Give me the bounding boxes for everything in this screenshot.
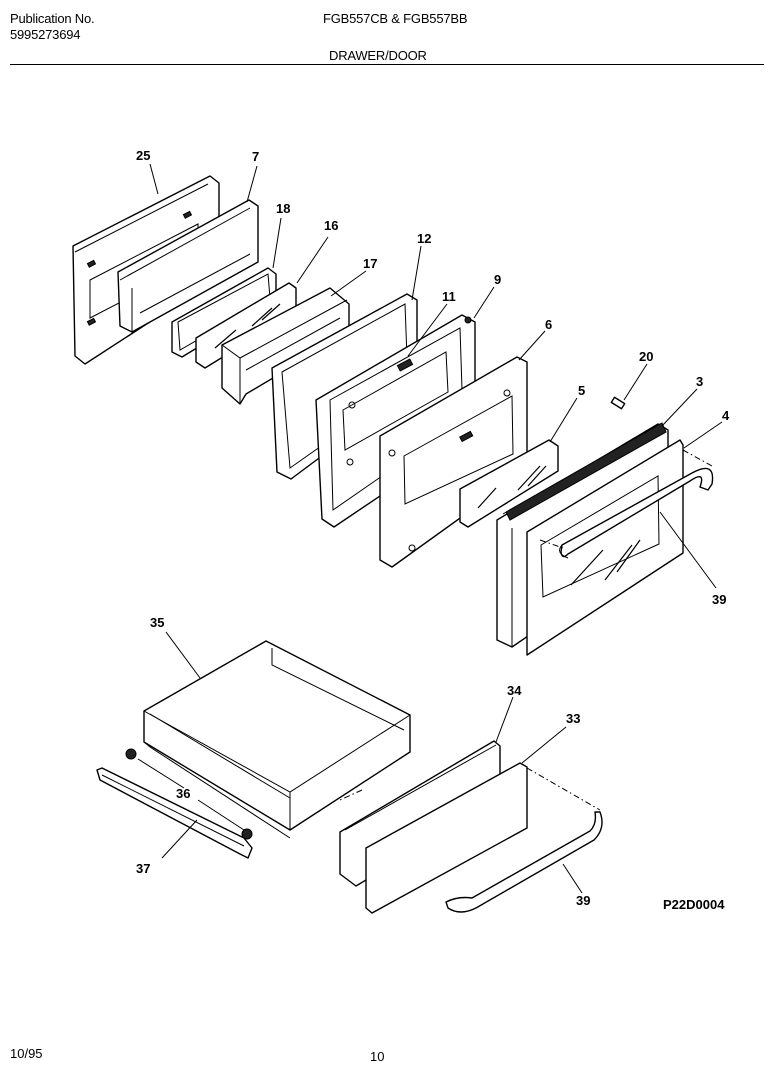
callout-9: 9 [494, 272, 501, 287]
part-39-door-handle [539, 449, 714, 559]
part-5-window-glass [459, 439, 559, 528]
section-title: DRAWER/DOOR [329, 48, 427, 63]
callout-34: 34 [507, 683, 522, 698]
callout-39-top: 39 [712, 592, 726, 607]
callout-37: 37 [136, 861, 150, 876]
callout-39-bottom: 39 [576, 893, 590, 908]
header-rule [10, 64, 764, 65]
callout-16: 16 [324, 218, 338, 233]
figure-id: P22D0004 [663, 897, 725, 912]
part-20-pin [610, 396, 626, 410]
part-33-drawer-panel [339, 762, 601, 914]
part-7-door-liner [117, 199, 259, 333]
callout-4: 4 [722, 408, 730, 423]
part-9-inner-door-frame [315, 314, 476, 528]
part-36-bolts [125, 748, 253, 840]
callout-25: 25 [136, 148, 150, 163]
callout-35: 35 [150, 615, 164, 630]
footer-date: 10/95 [10, 1046, 43, 1061]
publication-number: 5995273694 [10, 27, 81, 42]
callout-7: 7 [252, 149, 259, 164]
callout-6: 6 [545, 317, 552, 332]
callout-17: 17 [363, 256, 377, 271]
callout-36: 36 [176, 786, 190, 801]
callout-11: 11 [442, 289, 456, 304]
callout-20: 20 [639, 349, 653, 364]
footer-page-number: 10 [370, 1049, 385, 1064]
callout-labels: 25 7 18 16 17 12 11 9 6 20 3 5 4 39 35 3… [136, 148, 730, 912]
callout-18: 18 [276, 201, 290, 216]
callout-12: 12 [417, 231, 431, 246]
part-35-drawer-body [143, 640, 411, 839]
callout-5: 5 [578, 383, 585, 398]
part-39-drawer-handle [445, 811, 603, 913]
model-title: FGB557CB & FGB557BB [323, 11, 468, 26]
callout-3: 3 [696, 374, 703, 389]
publication-label: Publication No. [10, 11, 95, 26]
callout-33: 33 [566, 711, 580, 726]
leader-lines [137, 163, 723, 894]
part-37-drawer-rail [96, 767, 253, 859]
